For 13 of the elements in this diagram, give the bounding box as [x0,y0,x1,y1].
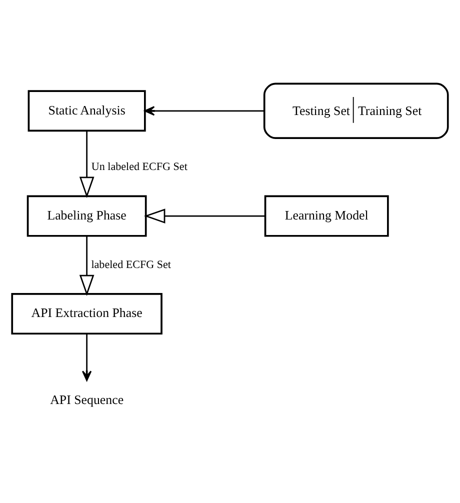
node-box: Testing Set Training Set [263,82,449,139]
node-box: Static Analysis [28,90,146,132]
node-box: Learning Model [264,194,389,236]
arrow [79,235,94,296]
node-box: API Extraction Phase [11,292,162,334]
arrow [144,106,264,116]
node-box: Labeling Phase [26,194,147,236]
edge-label: Un labeled ECFG Set [91,160,188,173]
node-text: API Sequence [50,391,124,406]
edge-label: labeled ECFG Set [91,258,171,270]
arrow [82,333,92,381]
arrow [79,130,94,198]
arrow [144,208,266,223]
